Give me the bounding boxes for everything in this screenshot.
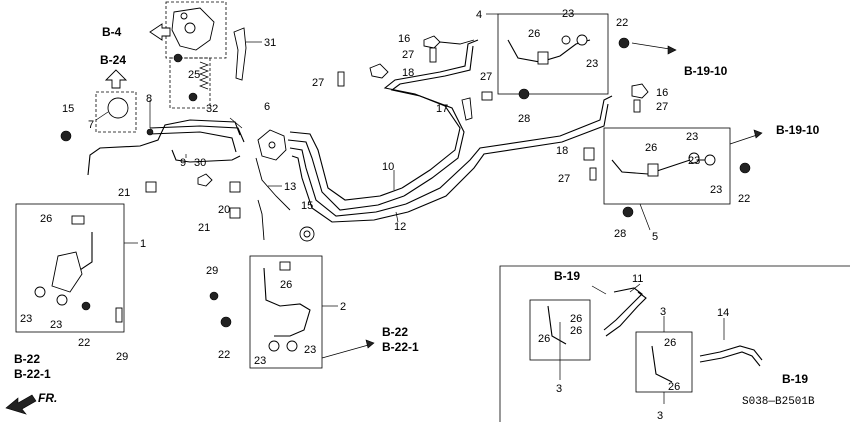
- callout-2: 2: [340, 301, 346, 313]
- callout-26: 26: [40, 213, 52, 225]
- callout-26: 26: [528, 28, 540, 40]
- callout-26: 26: [280, 279, 292, 291]
- grommet-15-part: [60, 130, 72, 142]
- callout-23: 23: [686, 131, 698, 143]
- callout-27: 27: [480, 71, 492, 83]
- callout-18: 18: [556, 145, 568, 157]
- callout-21: 21: [198, 222, 210, 234]
- callout-23: 23: [304, 344, 316, 356]
- callout-26: 26: [570, 313, 582, 325]
- callout-27: 27: [558, 173, 570, 185]
- arrow-left-icon: [149, 23, 171, 41]
- front-direction-label: FR.: [38, 391, 57, 405]
- ref-b19-10: B-19-10: [684, 64, 728, 78]
- callout-26: 26: [645, 142, 657, 154]
- callout-22: 22: [218, 349, 230, 361]
- callout-16: 16: [398, 33, 410, 45]
- callout-22: 22: [616, 17, 628, 29]
- hose-assembly-1: [15, 203, 125, 333]
- callout-12: 12: [394, 221, 406, 233]
- ref-b22: B-22: [382, 325, 408, 339]
- callout-22: 22: [78, 337, 90, 349]
- bushing-part: [173, 53, 183, 63]
- callout-31: 31: [264, 37, 276, 49]
- callout-27: 27: [402, 49, 414, 61]
- master-cylinder-bracket-group: [60, 1, 262, 142]
- callout-leaders: [95, 13, 725, 404]
- callout-7: 7: [88, 119, 94, 131]
- ref-b22-1: B-22-1: [382, 340, 419, 354]
- callout-17: 17: [436, 103, 448, 115]
- callout-3: 3: [657, 410, 663, 422]
- callout-14: 14: [717, 307, 729, 319]
- ref-b4: B-4: [102, 25, 122, 39]
- diagram-code: S038—B2501B: [742, 396, 815, 408]
- callout-15: 15: [301, 200, 313, 212]
- callout-23: 23: [586, 58, 598, 70]
- callout-23: 23: [710, 184, 722, 196]
- ref-b19: B-19: [782, 372, 808, 386]
- hose-assembly-5: [583, 127, 763, 218]
- spring-dashed-box: [169, 57, 211, 109]
- section-references: B-4 B-24 B-19-10 B-19-10 B-22 B-22-1 B-2…: [14, 25, 820, 386]
- pipe-clips-and-bolts: [145, 35, 649, 242]
- ref-b19-10: B-19-10: [776, 123, 820, 137]
- callout-26: 26: [570, 325, 582, 337]
- valve-part: [107, 97, 129, 119]
- ref-b24: B-24: [100, 53, 126, 67]
- main-brake-pipes: [87, 39, 613, 241]
- callout-23: 23: [50, 319, 62, 331]
- callout-8: 8: [146, 93, 152, 105]
- hose-assembly-4: [497, 13, 677, 100]
- callout-5: 5: [652, 231, 658, 243]
- ref-b19: B-19: [554, 269, 580, 283]
- ref-b22-1: B-22-1: [14, 367, 51, 381]
- callout-21: 21: [118, 187, 130, 199]
- callout-29: 29: [116, 351, 128, 363]
- callout-23: 23: [20, 313, 32, 325]
- callout-25: 25: [188, 69, 200, 81]
- callout-6: 6: [264, 101, 270, 113]
- callout-23: 23: [254, 355, 266, 367]
- hose-assembly-2: [209, 255, 375, 369]
- callout-28: 28: [518, 113, 530, 125]
- caliper-bracket-part: [51, 251, 83, 293]
- callout-29: 29: [206, 265, 218, 277]
- arrow-up-icon: [104, 69, 128, 89]
- spring-part: [199, 61, 209, 90]
- callout-13: 13: [284, 181, 296, 193]
- callout-32: 32: [206, 103, 218, 115]
- callout-11: 11: [632, 273, 643, 285]
- callout-23: 23: [688, 155, 700, 167]
- callout-15: 15: [62, 103, 74, 115]
- callout-28: 28: [614, 228, 626, 240]
- callout-27: 27: [312, 77, 324, 89]
- callout-23: 23: [562, 8, 574, 20]
- callout-30: 30: [194, 157, 206, 169]
- ref-b22: B-22: [14, 352, 40, 366]
- callout-26: 26: [664, 337, 676, 349]
- callout-26: 26: [668, 381, 680, 393]
- callout-20: 20: [218, 204, 230, 216]
- callout-27: 27: [656, 101, 668, 113]
- callout-4: 4: [476, 9, 482, 21]
- callout-9: 9: [180, 157, 186, 169]
- callout-22: 22: [738, 193, 750, 205]
- callout-18: 18: [402, 67, 414, 79]
- front-direction-arrow-icon: [5, 394, 37, 415]
- callout-3: 3: [556, 383, 562, 395]
- bracket-31-part: [233, 27, 247, 81]
- callout-16: 16: [656, 87, 668, 99]
- callout-26: 26: [538, 333, 550, 345]
- callout-10: 10: [382, 161, 394, 173]
- callout-3: 3: [660, 306, 666, 318]
- callout-1: 1: [140, 238, 146, 250]
- callout-numbers: 1 2 3 3 3 4 5 6 7 8 9 10 11 12 13 14 15 …: [20, 8, 750, 422]
